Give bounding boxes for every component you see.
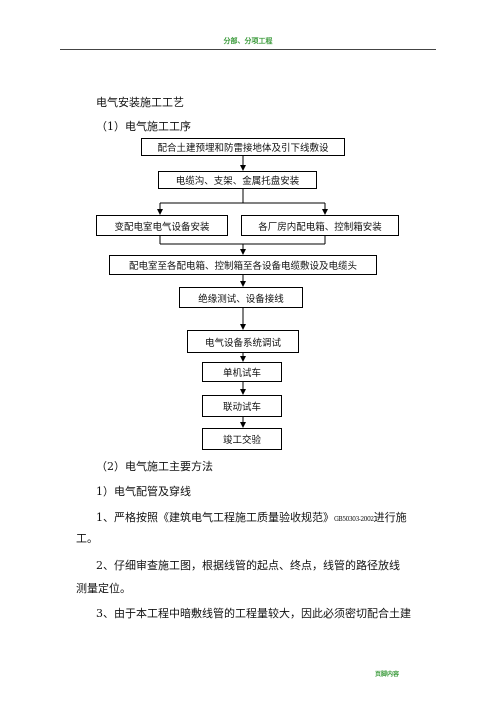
flow-step-3a: 变配电室电气设备安装: [96, 215, 228, 236]
standard-code: GB50303-2002: [334, 516, 374, 523]
paragraph-1-continuation: 工。: [76, 532, 98, 545]
flow-step-6: 电气设备系统调试: [187, 330, 299, 353]
flow-step-5: 绝缘测试、设备接线: [179, 287, 303, 308]
page-footer: 页脚内容: [375, 671, 400, 678]
flow-step-4: 配电室至各配电箱、控制箱至各设备电缆敷设及电缆头: [109, 255, 377, 275]
flow-step-3b: 各厂房内配电箱、控制箱安装: [241, 215, 399, 236]
section-title: 电气安装施工工艺: [96, 96, 184, 109]
section-title-methods: （2）电气施工主要方法: [96, 460, 213, 473]
flow-step-2: 电缆沟、支架、金属托盘安装: [158, 171, 317, 189]
paragraph-2-text: 仔细审查施工图，根据线管的起点、终点，线管的路径放线: [114, 559, 400, 572]
paragraph-3-number: 3、: [96, 607, 114, 620]
paragraph-1-text: 严格按照《建筑电气工程施工质量验收规范》: [114, 511, 334, 524]
subsection-title-process: （1）电气施工工序: [96, 120, 191, 133]
paragraph-1-number: 1、: [96, 511, 114, 524]
flowchart-arrows: [157, 156, 328, 428]
paragraph-3-text: 由于本工程中暗敷线管的工程量较大，因此必须密切配合土建: [114, 607, 411, 620]
paragraph-1: 1、严格按照《建筑电气工程施工质量验收规范》GB50303-2002进行施: [96, 509, 407, 525]
paragraph-2: 2、仔细审查施工图，根据线管的起点、终点，线管的路径放线: [96, 557, 400, 573]
subsection-title-conduit: 1）电气配管及穿线: [96, 485, 191, 498]
paragraph-2-number: 2、: [96, 559, 114, 572]
page-header: 分部、分项工程: [223, 37, 273, 45]
flow-step-8: 联动试车: [202, 395, 282, 417]
flow-step-9: 竣工交验: [202, 428, 282, 450]
flow-step-1: 配合土建预埋和防雷接地体及引下线敷设: [141, 138, 345, 156]
paragraph-3: 3、由于本工程中暗敷线管的工程量较大，因此必须密切配合土建: [96, 605, 411, 621]
paragraph-1-tail: 进行施: [373, 511, 407, 524]
header-rule: [60, 49, 436, 50]
paragraph-2-continuation: 测量定位。: [76, 582, 131, 595]
flow-step-7: 单机试车: [202, 362, 282, 382]
